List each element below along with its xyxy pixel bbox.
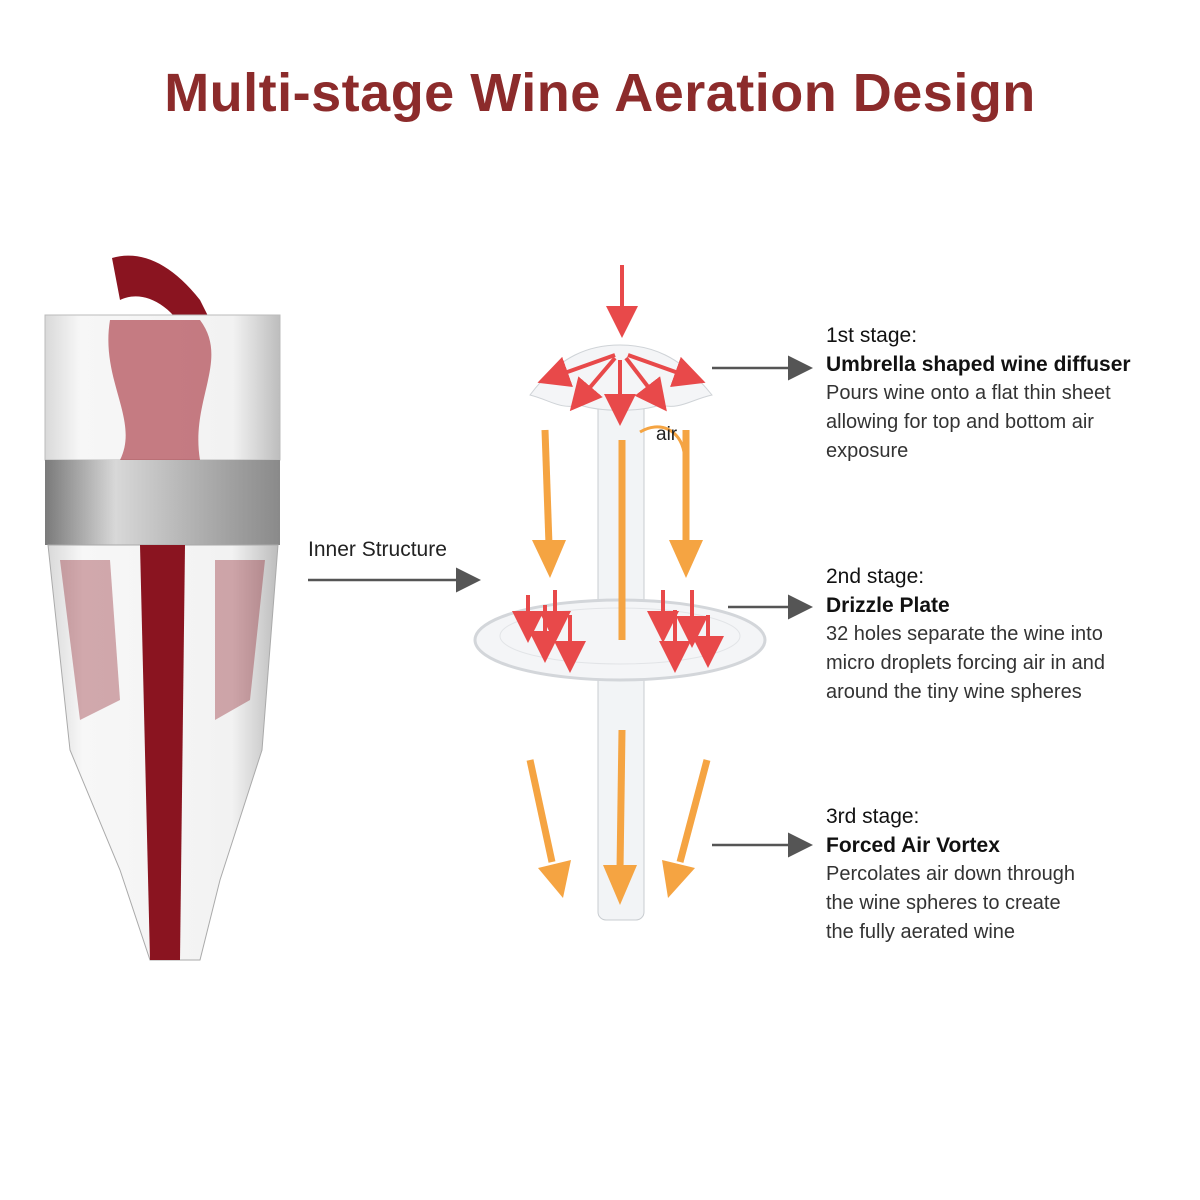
stage-desc-line: the fully aerated wine — [826, 921, 1016, 943]
stage-desc-line: 32 holes separate the wine into — [826, 623, 1103, 645]
stage-label: 3rd stage: — [826, 805, 920, 828]
stage-desc-line: allowing for top and bottom air — [826, 411, 1094, 433]
stage-name: Drizzle Plate — [826, 594, 950, 617]
page-title: Multi-stage Wine Aeration Design — [164, 63, 1036, 123]
stage-3-description: 3rd stage: Forced Air Vortex Percolates … — [826, 802, 1186, 947]
stage-desc-line: around the tiny wine spheres — [826, 681, 1082, 703]
stage-label: 2nd stage: — [826, 565, 925, 588]
stage-1-description: 1st stage: Umbrella shaped wine diffuser… — [826, 321, 1186, 466]
air-label: air — [656, 424, 678, 445]
stage-desc-line: micro droplets forcing air in and — [826, 652, 1106, 674]
orange-airflow-arrows — [526, 425, 711, 905]
stage-name: Umbrella shaped wine diffuser — [826, 353, 1131, 376]
aerator-product-image — [44, 255, 281, 961]
red-wine-flow-arrows — [512, 265, 724, 673]
stage-name: Forced Air Vortex — [826, 834, 1000, 857]
stage-2-description: 2nd stage: Drizzle Plate 32 holes separa… — [826, 562, 1186, 707]
stage-label: 1st stage: — [826, 324, 918, 347]
pointer-arrows — [308, 355, 813, 858]
stage-desc-line: Pours wine onto a flat thin sheet — [826, 382, 1111, 404]
stage-desc-line: Percolates air down through — [826, 863, 1076, 885]
stage-desc-line: the wine spheres to create — [826, 892, 1061, 914]
stage-desc-line: exposure — [826, 440, 909, 462]
inner-structure-label: Inner Structure — [308, 538, 447, 561]
